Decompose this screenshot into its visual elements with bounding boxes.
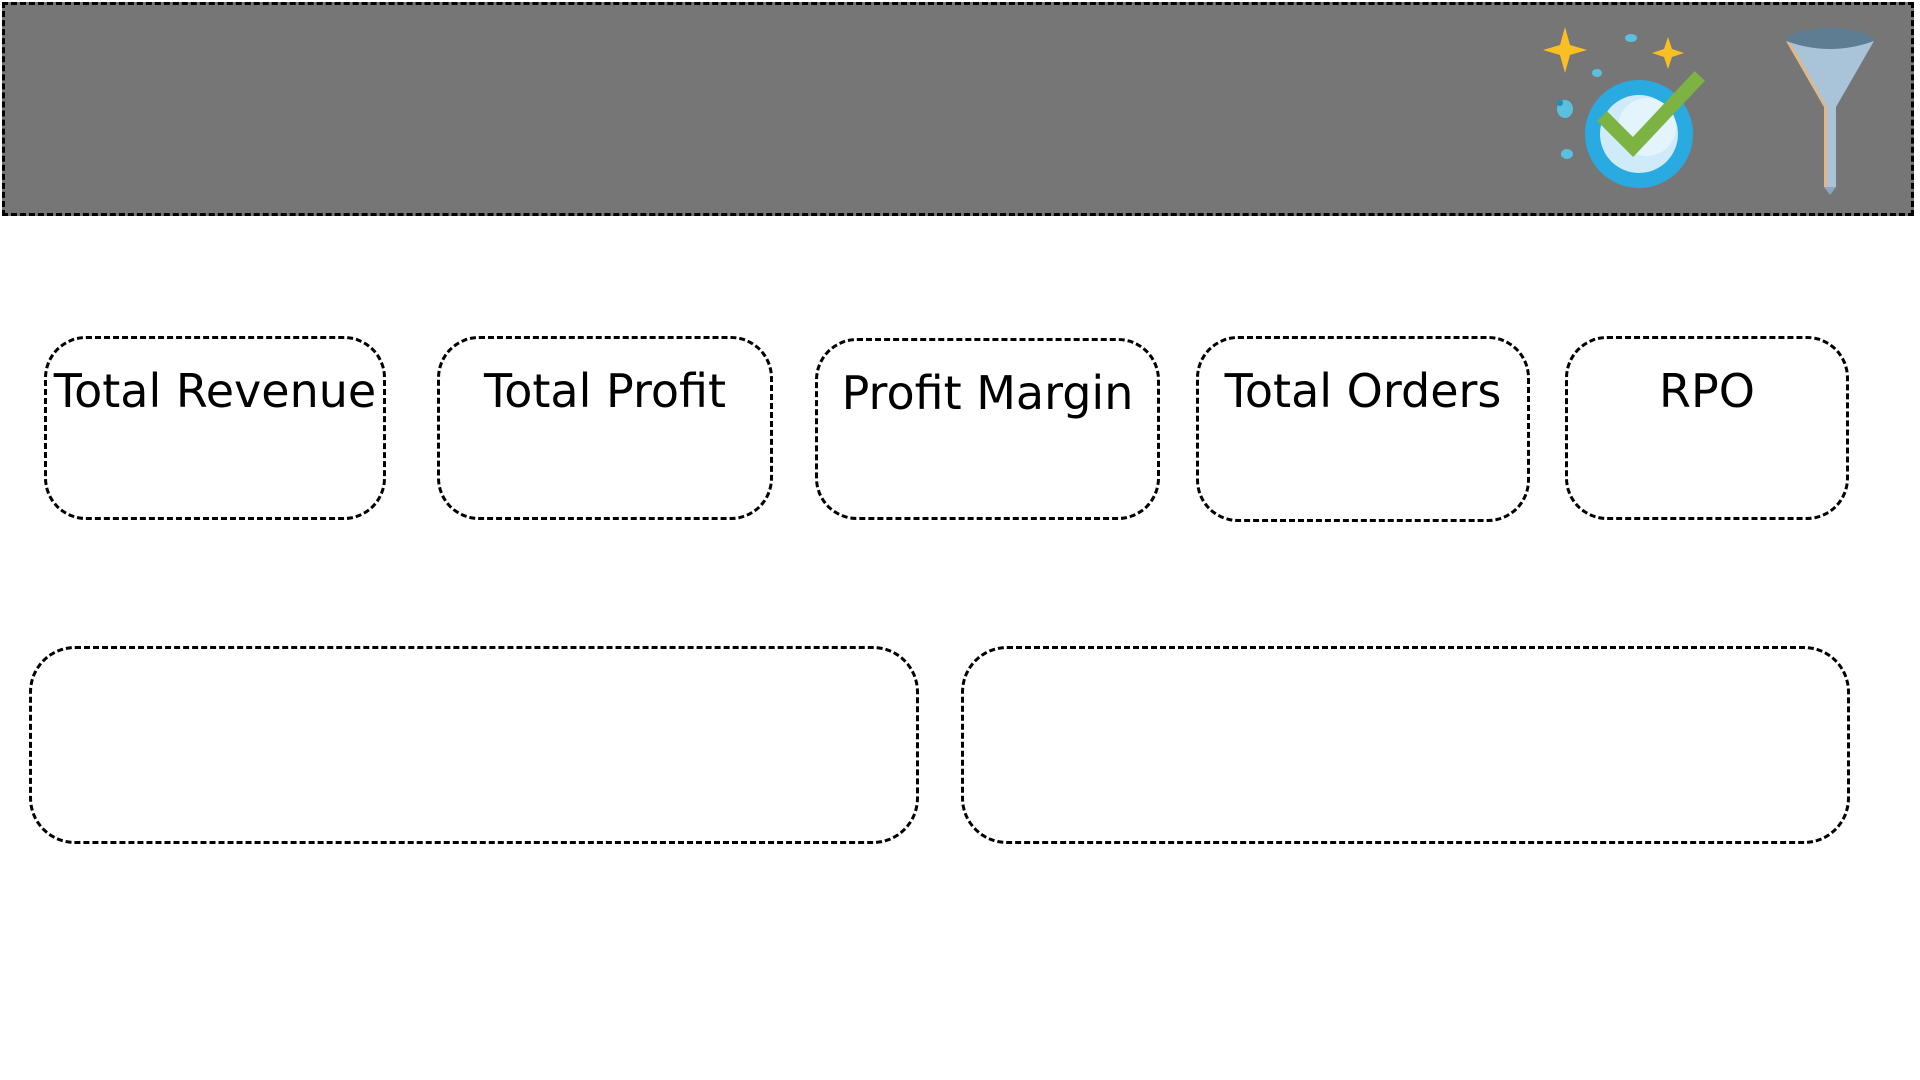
chart-panel-left xyxy=(29,646,919,844)
kpi-card-total-orders: Total Orders xyxy=(1196,336,1530,522)
kpi-card-total-profit: Total Profit xyxy=(437,336,773,520)
kpi-label: Total Profit xyxy=(483,364,727,418)
filter-funnel-icon[interactable] xyxy=(1779,23,1881,195)
kpi-card-total-revenue: Total Revenue xyxy=(44,336,386,520)
header-bar xyxy=(2,2,1914,216)
kpi-label: RPO xyxy=(1659,364,1755,418)
clean-data-icon[interactable] xyxy=(1535,23,1713,195)
kpi-label: Total Revenue xyxy=(53,364,377,418)
kpi-label: Total Orders xyxy=(1224,364,1502,418)
kpi-label: Profit Margin xyxy=(841,366,1134,420)
kpi-card-profit-margin: Profit Margin xyxy=(815,338,1160,520)
kpi-card-rpo: RPO xyxy=(1565,336,1849,520)
chart-panel-right xyxy=(961,646,1850,844)
